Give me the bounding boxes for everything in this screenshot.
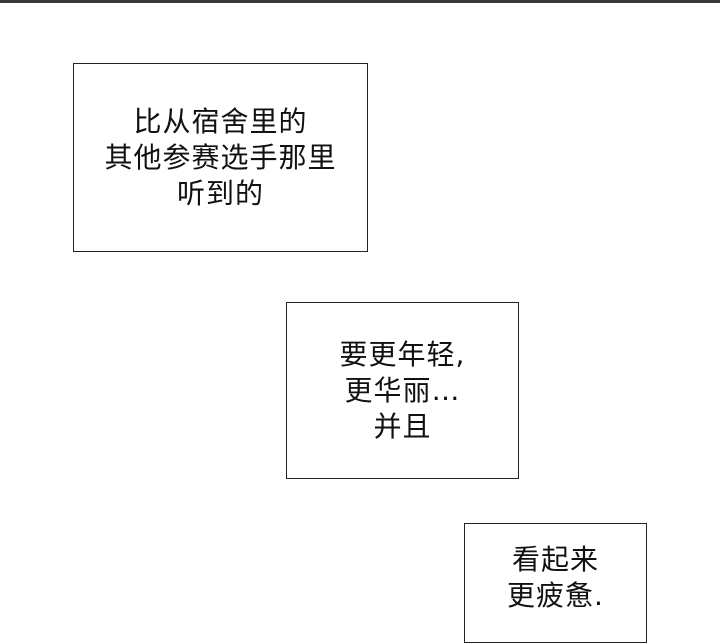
caption-text-3: 看起来 更疲惫.: [507, 542, 604, 614]
caption-box-2: 要更年轻, 更华丽… 并且: [286, 302, 519, 479]
caption-line: 要更年轻,: [339, 337, 466, 371]
caption-line: 并且: [373, 409, 432, 443]
caption-line: 看起来: [511, 543, 599, 576]
caption-text-1: 比从宿舍里的 其他参赛选手那里 听到的: [104, 104, 336, 212]
caption-line: 听到的: [176, 176, 264, 210]
caption-line: 更疲惫.: [507, 579, 604, 612]
caption-line: 比从宿舍里的: [133, 104, 308, 138]
caption-box-1: 比从宿舍里的 其他参赛选手那里 听到的: [73, 63, 368, 252]
caption-line: 其他参赛选手那里: [104, 140, 337, 174]
top-border-strip: [0, 0, 720, 3]
caption-text-2: 要更年轻, 更华丽… 并且: [340, 337, 466, 445]
caption-line: 更华丽…: [344, 373, 461, 407]
caption-box-3: 看起来 更疲惫.: [464, 523, 647, 643]
